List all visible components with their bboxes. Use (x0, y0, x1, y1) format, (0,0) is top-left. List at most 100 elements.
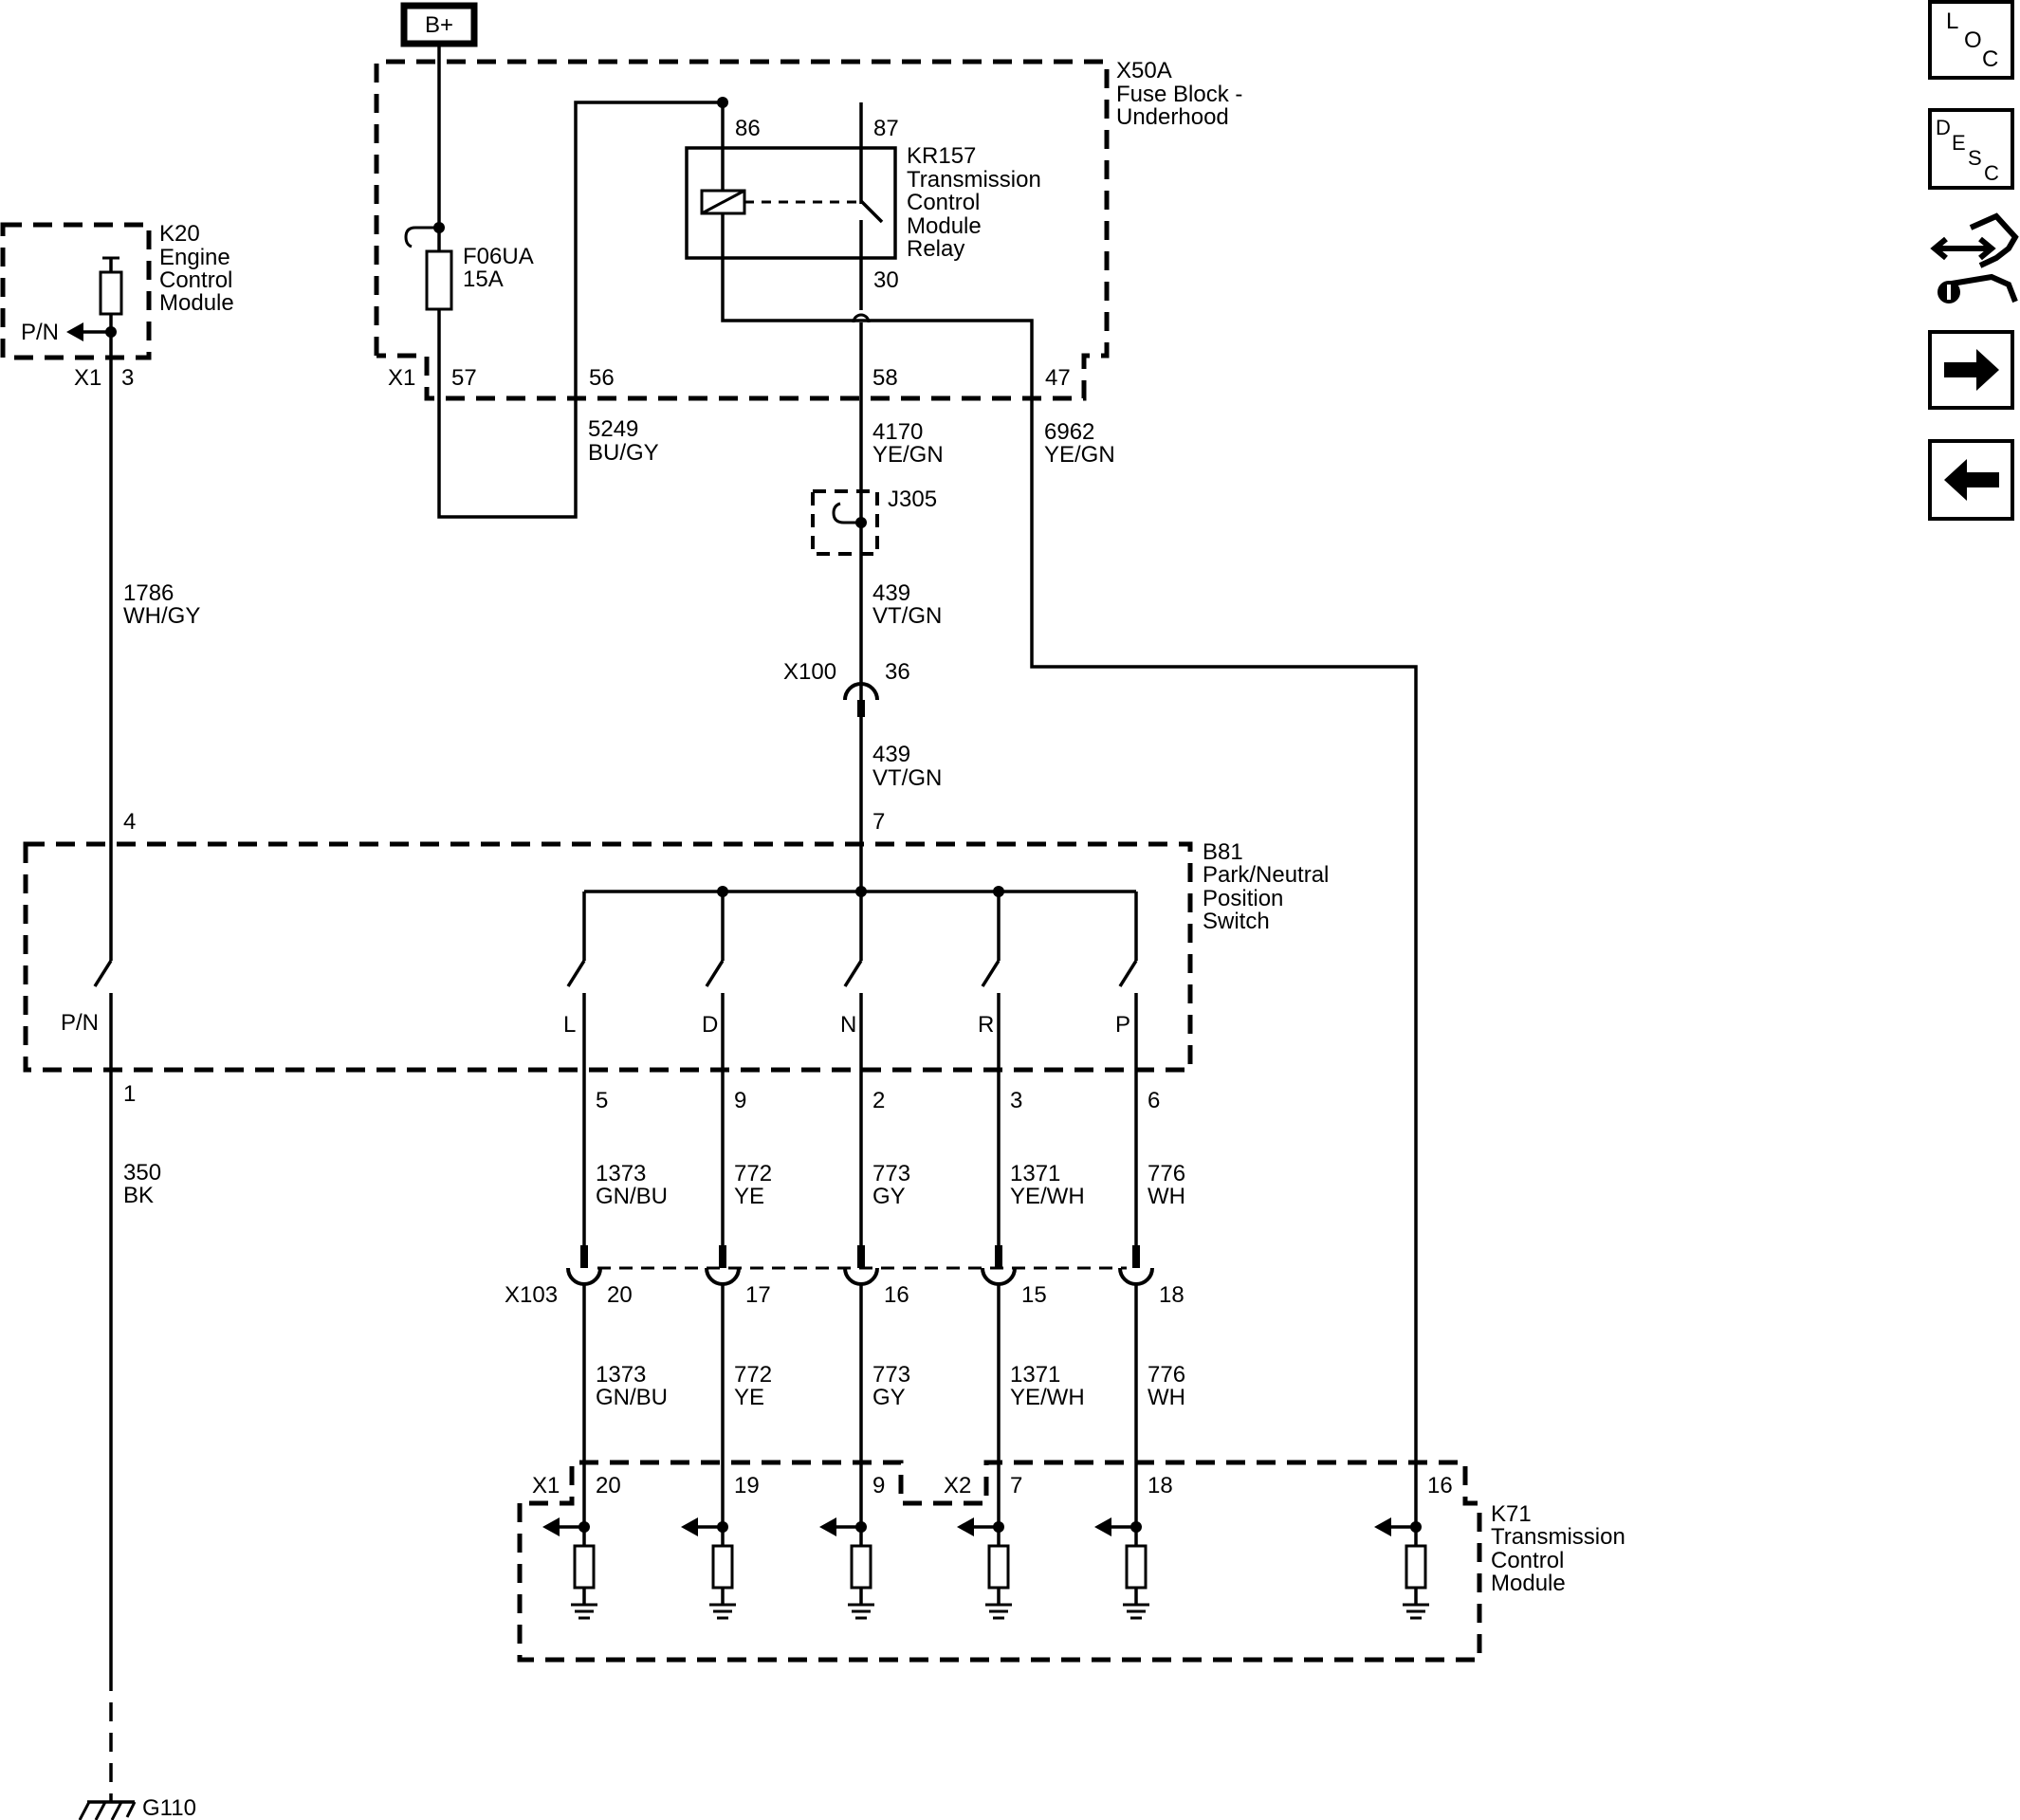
ecm-pin: 3 (121, 365, 134, 391)
wire-350-color: BK (123, 1183, 154, 1208)
tcm-name-3: Module (1491, 1571, 1566, 1596)
back-button[interactable] (1928, 439, 2014, 521)
wire-350-circuit: 350 (123, 1160, 161, 1186)
inline-connector-x103: X103 201373GN/BU17772YE16773GY151371YE/W… (505, 1245, 1185, 1522)
ground-g110: 350 BK G110 (78, 1160, 196, 1820)
wire-color-lower: WH (1148, 1385, 1185, 1410)
x100-id: X100 (783, 659, 836, 685)
wire-1786-circuit: 1786 (123, 580, 174, 606)
loc-button[interactable]: L O C (1928, 0, 2014, 80)
wire-color-lower: YE (734, 1385, 764, 1410)
switch-position-label: N (840, 1012, 856, 1038)
wire-circuit-upper: 1371 (1010, 1161, 1060, 1186)
fuse-id: F06UA (463, 244, 534, 269)
wire-circuit-lower: 776 (1148, 1362, 1185, 1388)
ecm-connector: X1 (74, 365, 101, 391)
tcm-input-circuit (1094, 1517, 1149, 1620)
loc-letter-2: O (1964, 28, 1982, 53)
fuse-block-pin-56: 56 (589, 365, 615, 391)
wire-5249-color: BU/GY (588, 440, 659, 466)
inline-connector-x100: X100 36 (783, 659, 910, 717)
ecm-input-label: P/N (21, 320, 59, 345)
desc-letter-2: E (1952, 131, 1966, 155)
wire-color-upper: WH (1148, 1184, 1185, 1209)
switch-feed-pin: 7 (872, 809, 885, 835)
switch-name-3: Switch (1203, 909, 1270, 934)
fuse-block-id: X50A (1116, 58, 1172, 83)
wire-color-upper: YE (734, 1184, 764, 1209)
x103-pin: 15 (1021, 1282, 1047, 1308)
wire-color-upper: GY (872, 1184, 906, 1209)
wire-circuit-upper: 1373 (596, 1161, 646, 1186)
service-tool-button[interactable] (1930, 212, 2019, 303)
desc-letter-4: C (1984, 161, 1999, 185)
ground-id: G110 (142, 1795, 196, 1820)
wire-6962-circuit: 6962 (1044, 419, 1094, 445)
relay-pin-86: 86 (735, 116, 761, 141)
wire-circuit-lower: 1371 (1010, 1362, 1060, 1388)
relay-name-3: Module (907, 213, 982, 239)
tcm-input-circuit (542, 1517, 597, 1620)
switch-pin: 6 (1148, 1088, 1160, 1113)
tcm-relay-pin: 16 (1427, 1473, 1453, 1498)
wire-circuit-lower: 772 (734, 1362, 772, 1388)
park-neutral-switch-b81: B81 Park/Neutral Position Switch 4 1 P/N… (23, 809, 1329, 1245)
loc-letter-3: C (1982, 46, 1998, 72)
wire-color-lower: YE/WH (1010, 1385, 1085, 1410)
connector-wrench-icon (1930, 212, 2019, 303)
relay-pin-30: 30 (873, 267, 899, 293)
switch-contacts: L51373GN/BUD9772YEN2773GYR31371YE/WHP677… (563, 892, 1185, 1245)
tcm-pin: 9 (872, 1473, 885, 1498)
wire-circuit-lower: 1373 (596, 1362, 646, 1388)
fuse-block-connector: X1 (388, 365, 415, 391)
tcm-input-circuit (681, 1517, 736, 1620)
tcm-pin: 7 (1010, 1473, 1022, 1498)
wire-1786-color: WH/GY (123, 603, 200, 629)
ecm-id: K20 (159, 221, 200, 247)
tcm-connector-x2: X2 (944, 1473, 971, 1498)
desc-letter-3: S (1968, 146, 1982, 170)
wire-4170-color: YE/GN (872, 442, 944, 468)
x103-pin: 17 (745, 1282, 771, 1308)
supply-label: B+ (425, 12, 453, 38)
wire-color-upper: GN/BU (596, 1184, 668, 1209)
desc-letter-1: D (1936, 116, 1951, 139)
ecm-name-3: Module (159, 290, 234, 316)
wire-color-upper: YE/WH (1010, 1184, 1085, 1209)
switch-pin: 2 (872, 1088, 885, 1113)
switch-name-2: Position (1203, 886, 1283, 911)
splice-j305: J305 (811, 487, 937, 556)
ecm-name-1: Engine (159, 245, 230, 270)
relay-name-4: Relay (907, 236, 964, 262)
switch-id: B81 (1203, 839, 1243, 865)
tcm-connector-x1: X1 (532, 1473, 560, 1498)
wire-5249-circuit: 5249 (588, 416, 638, 442)
switch-pin: 5 (596, 1088, 608, 1113)
switch-position-label: D (702, 1012, 718, 1038)
switch-pin: 9 (734, 1088, 746, 1113)
x103-pins: 201373GN/BU17772YE16773GY151371YE/WH1877… (566, 1245, 1185, 1522)
relay-kr157: 86 87 30 KR157 Transmission Control Modu… (685, 97, 1418, 1527)
next-button[interactable] (1928, 330, 2014, 410)
desc-button[interactable]: D E S C (1928, 108, 2014, 190)
switch-pn-bottom-pin: 1 (123, 1081, 136, 1107)
wire-circuit-lower: 773 (872, 1362, 910, 1388)
wire-4170-circuit: 4170 (872, 419, 923, 445)
loc-letter-1: L (1946, 9, 1958, 34)
ecm-name-2: Control (159, 267, 232, 293)
fuse-block-x50a: X50A Fuse Block - Underhood X1 57 56 58 … (374, 58, 1242, 401)
fuse-block-name-2: Underhood (1116, 104, 1229, 130)
fuse-block-name-1: Fuse Block - (1116, 82, 1242, 107)
wire-circuit-upper: 773 (872, 1161, 910, 1186)
wire-439a-color: VT/GN (872, 603, 942, 629)
tcm-pin: 18 (1148, 1473, 1173, 1498)
tcm-pin: 20 (596, 1473, 621, 1498)
arrow-right-icon (1944, 349, 1999, 391)
tcm-name-2: Control (1491, 1548, 1564, 1573)
